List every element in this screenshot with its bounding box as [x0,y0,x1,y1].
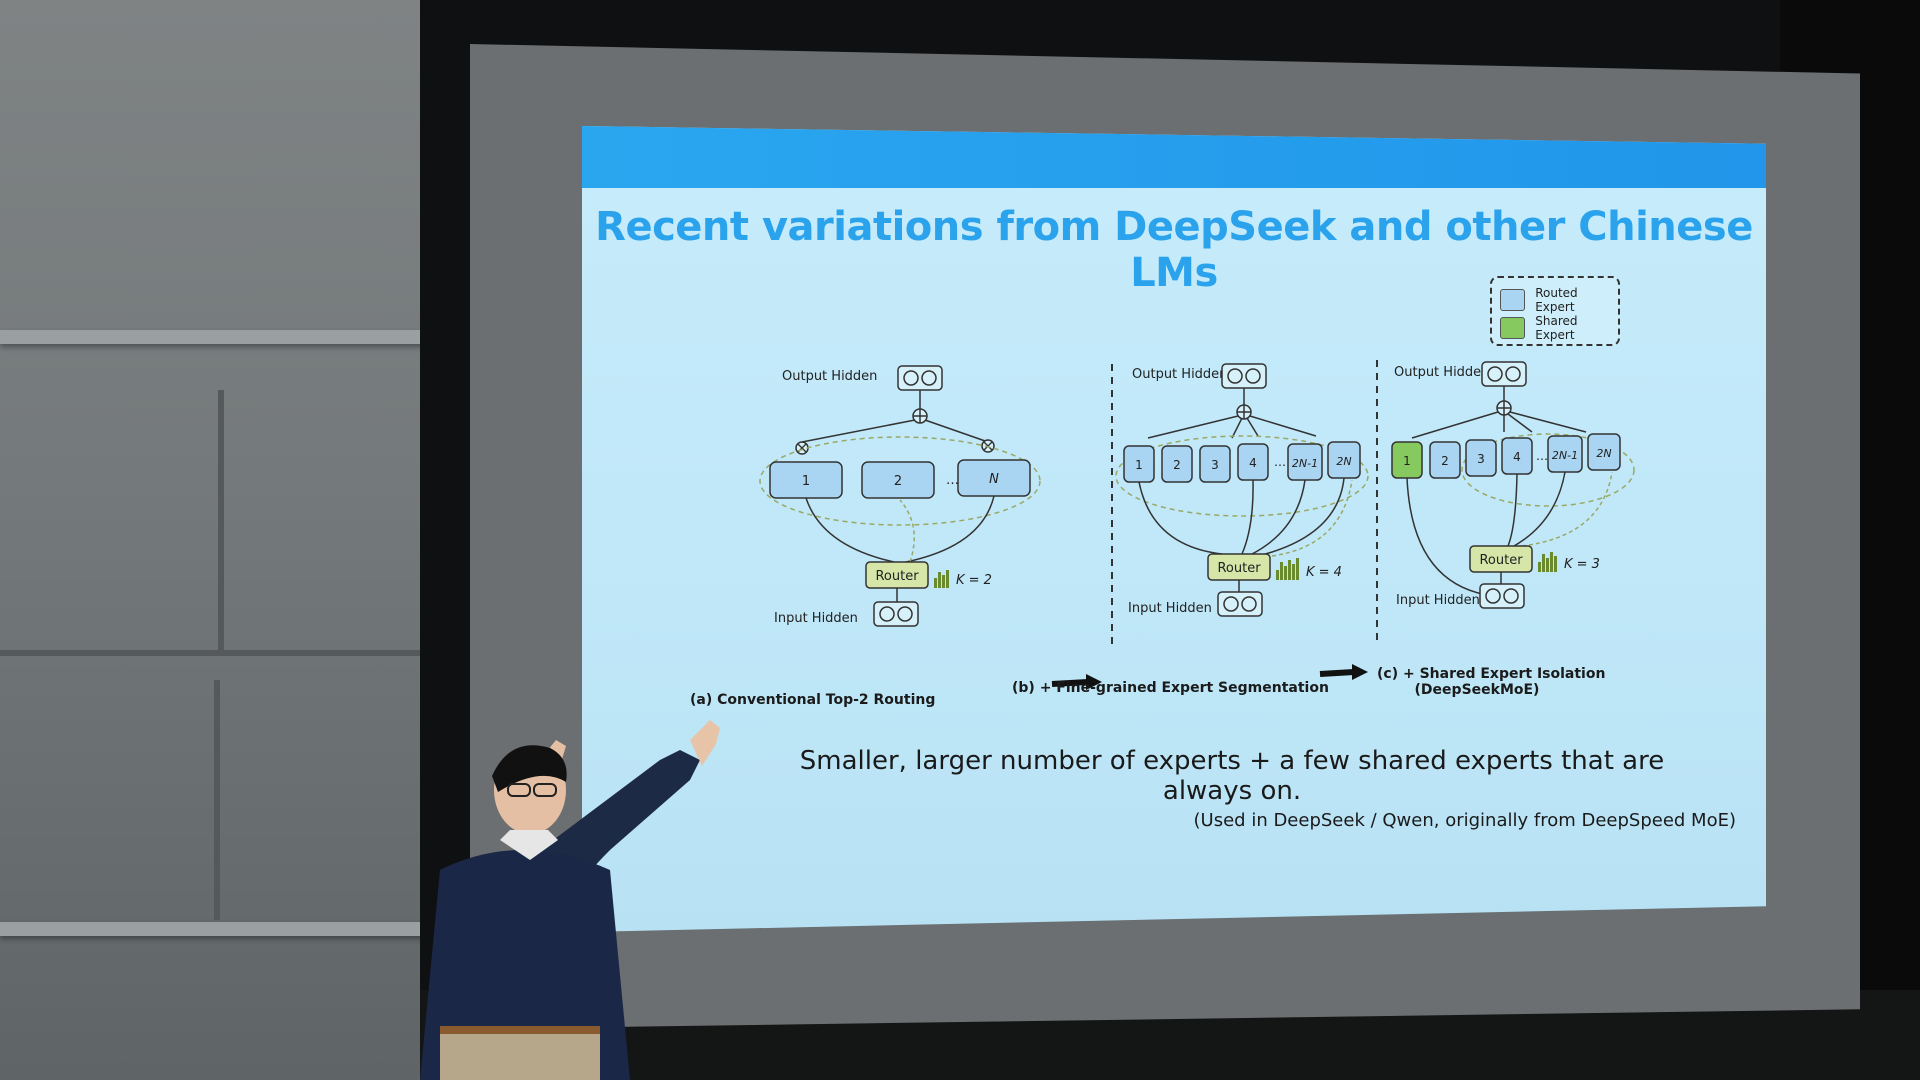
legend-label: Routed Expert [1535,286,1578,314]
expert-label: 1 [802,474,810,489]
input-hidden-icon [1217,591,1263,617]
k-label: K = 2 [956,573,992,588]
presenter-collar [500,830,558,860]
wall-rail [0,330,440,344]
legend-label: Shared Expert [1535,314,1578,342]
expert-box [1199,445,1231,483]
caption-c: (c) + Shared Expert Isolation (DeepSeekM… [1377,666,1606,698]
slide-source-note: (Used in DeepSeek / Qwen, originally fro… [1193,810,1736,831]
multiply-icon [981,439,995,453]
slide-title: Recent variations from DeepSeek and othe… [595,204,1753,296]
caption-b: (b) + Fine-grained Expert Segmentation [1012,680,1329,696]
expert-label: 3 [1211,458,1219,472]
expert-label: 2 [894,474,902,489]
wall-panel-seam [214,680,220,920]
presenter-hand [690,720,720,766]
expert-label: N [989,472,999,487]
histogram-icon [1276,558,1299,580]
wall-panel-seam [218,390,224,650]
histogram-icon [934,570,949,588]
k-label: K = 4 [1306,565,1342,580]
arrow-right-icon [1319,664,1368,680]
expert-box [1429,441,1461,479]
presenter-sweater [420,850,630,1080]
panel-a: Output Hidden [759,365,1041,627]
output-hidden-label: Output Hidden [1394,365,1489,380]
legend-item-shared: Shared Expert [1500,314,1618,342]
expert-box [1465,439,1497,477]
svg-text:…: … [1536,449,1548,463]
diagram-legend: Routed Expert Shared Expert [1490,276,1620,346]
sum-icon [912,408,928,424]
expert-label: 1 [1403,454,1411,468]
presentation-slide: Recent variations from DeepSeek and othe… [582,126,1766,932]
router-label: Router [1479,553,1523,568]
output-hidden-icon [1481,361,1527,387]
expert-label: 2N-1 [1552,449,1578,462]
presenter-trousers [440,1030,600,1080]
expert-box [1587,433,1621,471]
presenter [420,720,720,1080]
panel-c: Output Hidden 1 2 3 4 [1391,361,1635,609]
caption-c-line1: (c) + Shared Expert Isolation [1377,666,1606,682]
svg-text:…: … [1274,455,1286,469]
expert-label: 2N [1596,447,1611,460]
output-hidden-icon [1221,363,1267,389]
output-hidden-label: Output Hidden [782,369,877,384]
moe-diagram: Output Hidden [759,360,1635,690]
multiply-icon [795,441,809,455]
expert-label: 3 [1477,452,1485,466]
input-hidden-label: Input Hidden [1396,593,1480,608]
input-hidden-label: Input Hidden [1128,601,1212,616]
panel-b: Output Hidden 1 2 3 4 [1115,363,1369,617]
expert-box [1161,445,1193,483]
wall-panel-seam [0,650,430,656]
expert-label: 1 [1135,458,1143,472]
sum-icon [1496,400,1512,416]
input-hidden-icon [1479,583,1525,609]
histogram-icon [1538,552,1557,572]
glasses-icon [507,783,531,797]
expert-label: 4 [1513,450,1521,464]
caption-a: (a) Conventional Top-2 Routing [690,692,936,708]
legend-swatch [1500,289,1526,311]
sum-icon [1236,404,1252,420]
expert-label: 2 [1173,458,1181,472]
input-hidden-label: Input Hidden [774,611,858,626]
k-label: K = 3 [1564,557,1600,572]
wall-rail [0,922,440,936]
router-label: Router [1217,561,1261,576]
presenter-belt [440,1026,600,1034]
expert-box [861,461,935,499]
legend-item-routed: Routed Expert [1500,286,1618,314]
output-hidden-label: Output Hidden [1132,367,1227,382]
expert-label: 2N [1336,455,1351,468]
input-hidden-icon [873,601,919,627]
room-wall [0,0,440,1080]
expert-label: 2 [1441,454,1449,468]
caption-c-line2: (DeepSeekMoE) [1414,682,1540,698]
svg-text:…: … [946,473,959,488]
output-hidden-icon [897,365,943,391]
expert-label: 2N-1 [1292,457,1318,470]
arrow-right-icon [1051,674,1102,690]
presenter-hair [492,745,567,792]
expert-label: 4 [1249,456,1257,470]
slide-summary: Smaller, larger number of experts + a fe… [799,746,1665,806]
router-label: Router [875,569,919,584]
legend-swatch [1500,317,1526,339]
